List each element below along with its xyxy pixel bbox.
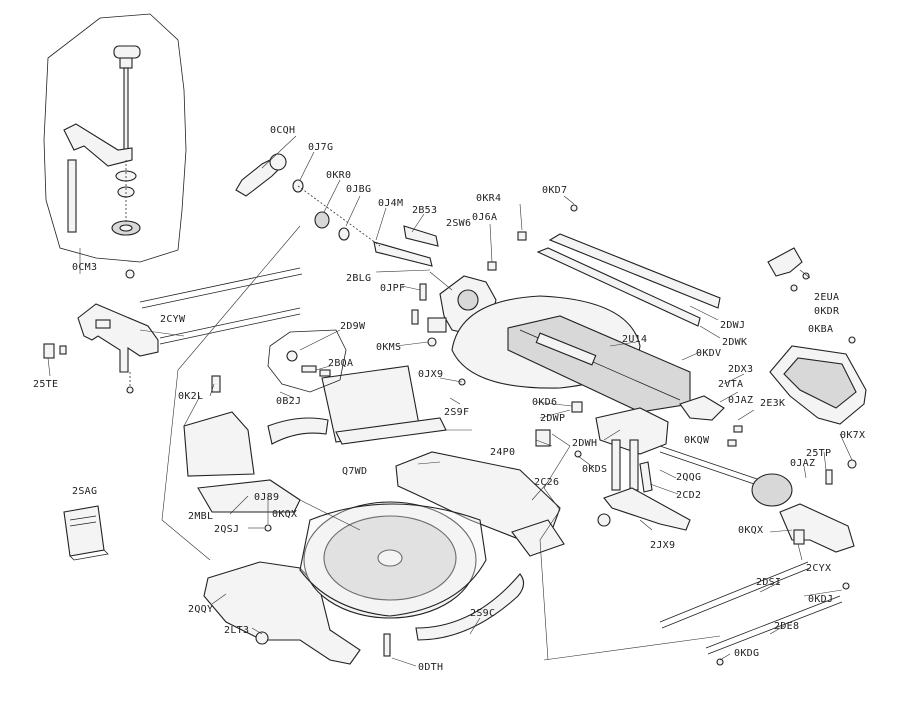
label-2d9w: 2D9W [340, 321, 366, 332]
rod-2qqg [659, 445, 793, 507]
label-0k7x: 0K7X [840, 430, 865, 441]
label-2dwj: 2DWJ [720, 320, 745, 331]
label-2blg: 2BLG [346, 273, 371, 284]
pivot-hardware [292, 179, 439, 325]
label-2dsi: 2DSI [756, 577, 781, 588]
bevel-scale-2s9c [415, 573, 525, 641]
label-2eua: 2EUA [814, 292, 839, 303]
base-assembly [203, 451, 565, 665]
label-24p0: 24P0 [490, 447, 515, 458]
label-0kba: 0KBA [808, 324, 833, 335]
label-0kd6: 0KD6 [532, 397, 557, 408]
label-0jx9: 0JX9 [418, 369, 443, 380]
fence-2s9f [183, 365, 447, 513]
label-2sag: 2SAG [72, 486, 97, 497]
fasteners [211, 231, 856, 657]
leader-lines [47, 135, 853, 667]
label-2bqa: 2BQA [328, 358, 353, 369]
label-0j6a: 0J6A [472, 212, 497, 223]
label-0kdj: 0KDJ [808, 594, 833, 605]
label-2qqg: 2QQG [676, 472, 701, 483]
lock-handle-0cqh [235, 153, 287, 197]
bracket-2cyx [779, 459, 857, 553]
label-2cyw: 2CYW [160, 314, 186, 325]
label-0j7g: 0J7G [308, 142, 333, 153]
label-2dwh: 2DWH [572, 438, 597, 449]
label-0kdv: 0KDV [696, 348, 721, 359]
label-2dwp: 2DWP [540, 413, 565, 424]
inset-2d9w-outline [267, 329, 347, 393]
label-0jbg: 0JBG [346, 184, 371, 195]
label-2cd2: 2CD2 [676, 490, 701, 501]
turntable-2u14 [451, 295, 691, 413]
label-0kr4: 0KR4 [476, 193, 501, 204]
label-0j89: 0J89 [254, 492, 279, 503]
label-0k2l: 0K2L [178, 391, 203, 402]
label-2lt3: 2LT3 [224, 625, 249, 636]
label-2mbl: 2MBL [188, 511, 213, 522]
label-2dwk: 2DWK [722, 337, 747, 348]
label-0dth: 0DTH [418, 662, 443, 673]
label-2vta: 2VTA [718, 379, 743, 390]
arm-hinge [427, 275, 497, 347]
label-0kdr: 0KDR [814, 306, 840, 317]
manual-2sag [63, 505, 109, 561]
label-2dx3: 2DX3 [728, 364, 753, 375]
label-2cyx: 2CYX [806, 563, 831, 574]
rail-bracket-2cyw [43, 267, 303, 394]
carriage-assembly [595, 395, 725, 531]
label-0jaz-2: 0JAZ [790, 458, 815, 469]
dust-box-0kba [767, 247, 867, 425]
label-0b2j: 0B2J [276, 396, 301, 407]
rods-2dsi-2de8 [659, 561, 850, 666]
inset-detail-outline [43, 13, 187, 263]
label-2de8: 2DE8 [774, 621, 799, 632]
label-0kr0: 0KR0 [326, 170, 351, 181]
label-25te: 25TE [33, 379, 58, 390]
label-0jpf: 0JPF [380, 283, 405, 294]
label-2qsj: 2QSJ [214, 524, 239, 535]
label-0cm3: 0CM3 [72, 262, 97, 273]
rails-2dwj-2dwk [536, 204, 721, 327]
label-0kds: 0KDS [582, 464, 607, 475]
label-0kqx-2: 0KQX [738, 525, 763, 536]
label-q7wd: Q7WD [342, 466, 367, 477]
label-2u14: 2U14 [622, 334, 647, 345]
label-2e3k: 2E3K [760, 398, 785, 409]
label-0kms: 0KMS [376, 342, 401, 353]
label-0jaz: 0JAZ [728, 395, 753, 406]
label-2jx9: 2JX9 [650, 540, 675, 551]
inset-2d9w-parts [286, 350, 331, 377]
label-2b53: 2B53 [412, 205, 437, 216]
assembly-lines [161, 225, 721, 661]
label-2s9c: 2S9C [470, 608, 495, 619]
label-0kqw: 0KQW [684, 435, 710, 446]
inset-knob-assembly [63, 45, 141, 236]
label-0kdg: 0KDG [734, 648, 759, 659]
label-25tp: 25TP [806, 448, 831, 459]
label-2qqy: 2QQY [188, 604, 213, 615]
label-2c26: 2C26 [534, 477, 559, 488]
label-0cqh: 0CQH [270, 125, 295, 136]
label-0kd7: 0KD7 [542, 185, 567, 196]
label-0kqx: 0KQX [272, 509, 297, 520]
label-2sw6: 2SW6 [446, 218, 471, 229]
label-0j4m: 0J4M [378, 198, 403, 209]
label-2s9f: 2S9F [444, 407, 469, 418]
